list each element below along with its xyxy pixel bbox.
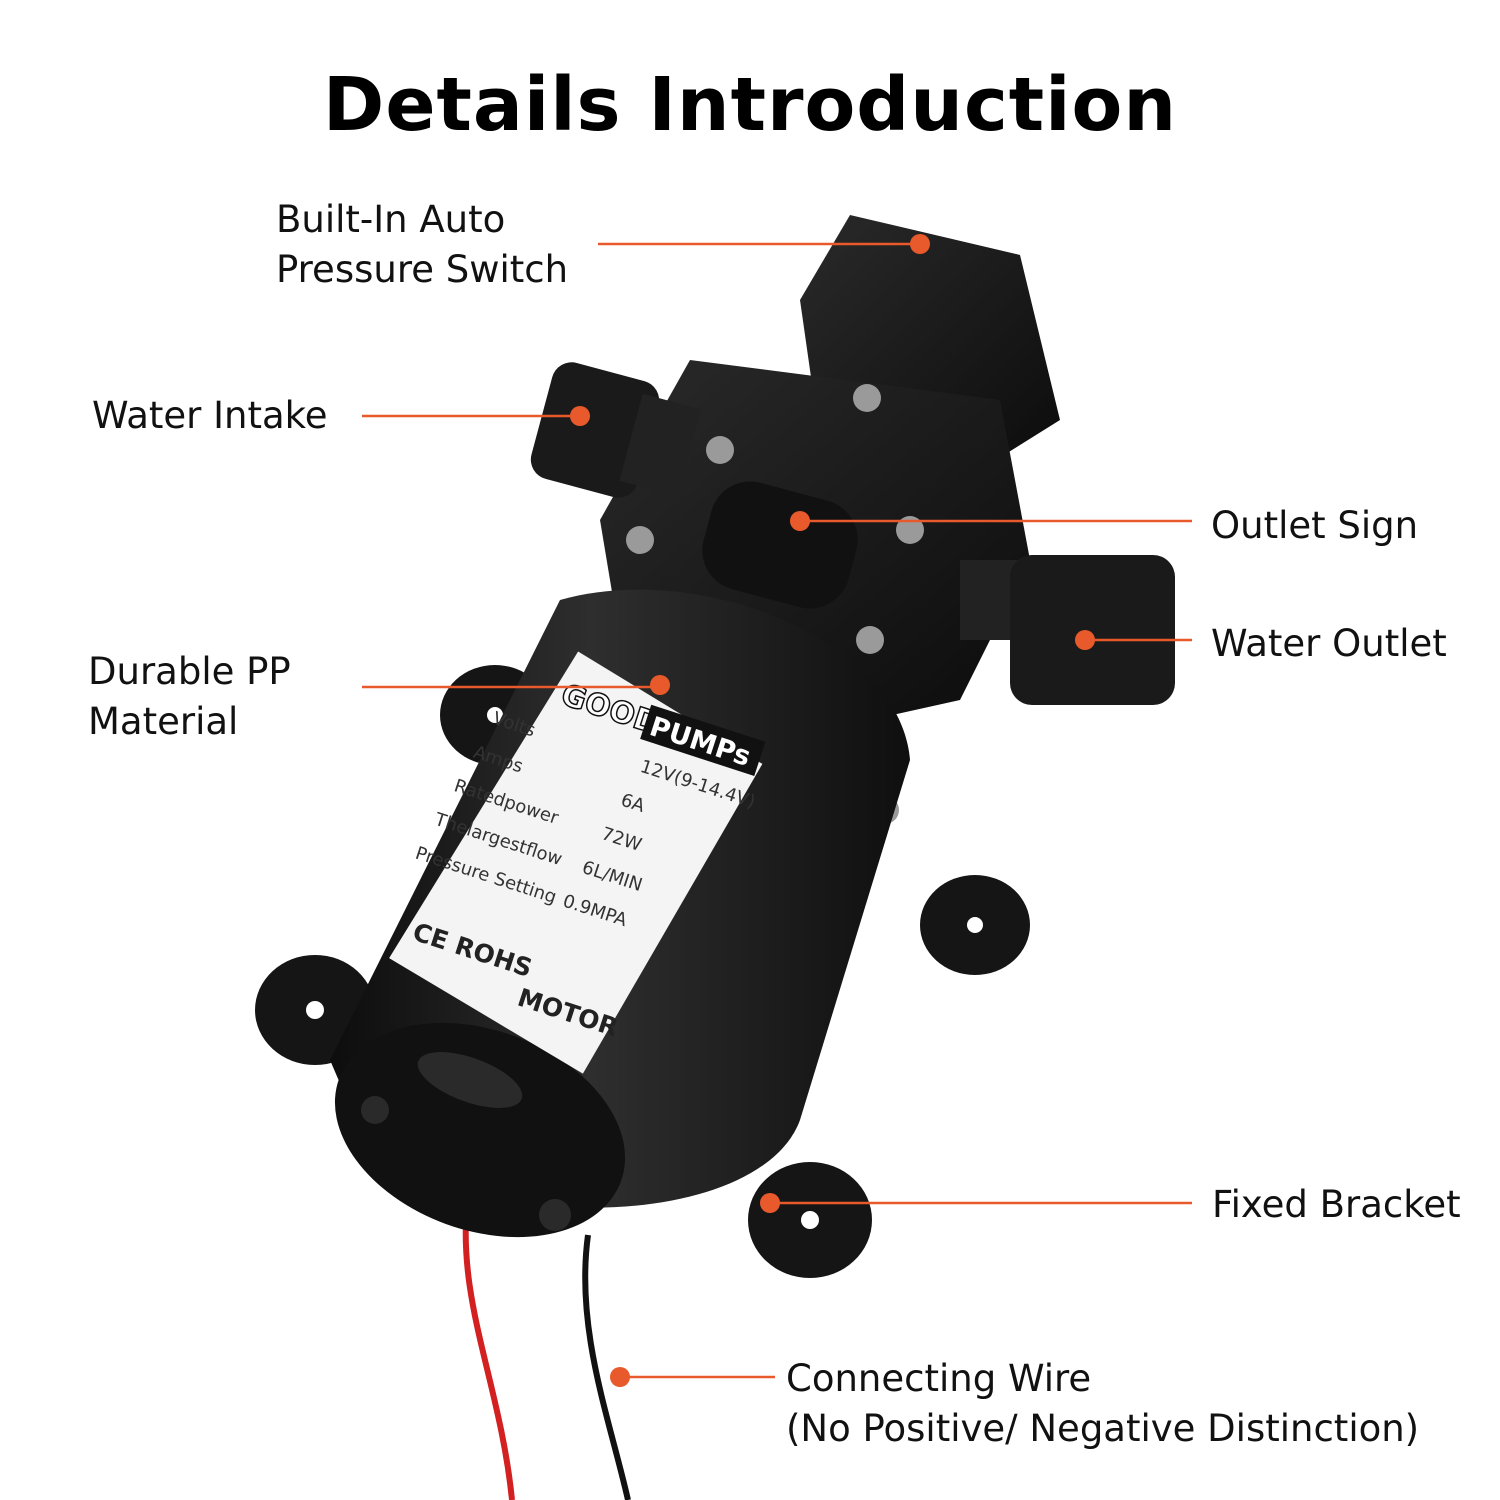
callout-water-outlet: Water Outlet (1211, 619, 1447, 669)
callout-connecting-wire-line1: Connecting Wire (786, 1357, 1092, 1400)
callout-water-outlet-line1: Water Outlet (1211, 622, 1447, 665)
callout-auto-pressure-switch-pointer (598, 234, 930, 254)
callout-auto-pressure-switch: Built-In Auto Pressure Switch (276, 195, 568, 295)
callout-fixed-bracket-pointer (760, 1193, 1192, 1213)
callout-outlet-sign: Outlet Sign (1211, 501, 1418, 551)
callout-fixed-bracket: Fixed Bracket (1212, 1180, 1461, 1230)
callout-connecting-wire: Connecting Wire (No Positive/ Negative D… (786, 1354, 1419, 1454)
motor-end-cap (334, 1022, 626, 1238)
callout-fixed-bracket-line1: Fixed Bracket (1212, 1183, 1461, 1226)
callout-outlet-sign-line1: Outlet Sign (1211, 504, 1419, 547)
page-title: Details Introduction (322, 62, 1178, 148)
callout-connecting-wire-line2: (No Positive/ Negative Distinction) (786, 1407, 1420, 1450)
callout-outlet-sign-pointer (790, 511, 1192, 531)
water-intake-shape (530, 362, 701, 498)
callout-auto-pressure-switch-line1: Built-In Auto (276, 198, 506, 241)
callout-pp-material: Durable PP Material (88, 647, 291, 747)
red-wire (462, 1194, 515, 1500)
callout-water-intake: Water Intake (92, 391, 328, 441)
outlet-sign-shape (702, 481, 858, 609)
callout-pp-material-line2: Material (88, 700, 239, 743)
callout-pp-material-line1: Durable PP (88, 650, 291, 693)
callout-water-outlet-pointer (1075, 630, 1192, 650)
callout-auto-pressure-switch-line2: Pressure Switch (276, 248, 569, 291)
callout-water-intake-pointer (362, 406, 590, 426)
black-wire (582, 1234, 631, 1500)
callout-water-intake-line1: Water Intake (92, 394, 328, 437)
water-outlet-shape (960, 555, 1175, 705)
callout-connecting-wire-pointer (610, 1367, 775, 1387)
callout-pp-material-pointer (362, 675, 670, 695)
